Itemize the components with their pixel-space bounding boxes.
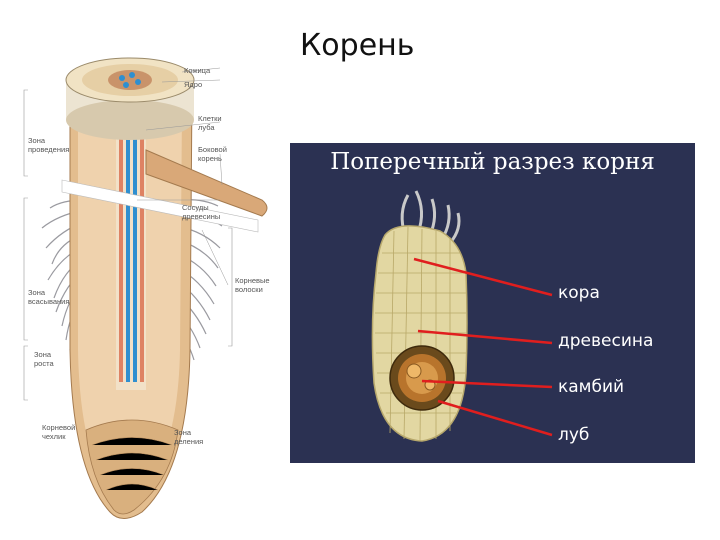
xylem-vessel-large: [406, 363, 422, 379]
label-kozhitsa: Кожица: [184, 66, 211, 75]
label-zona-provedeniya: Зона проведения: [28, 136, 70, 154]
vessel-dot-4: [123, 82, 129, 88]
label-drevesina: древесина: [558, 331, 654, 351]
cut-band: [61, 179, 259, 233]
vessel-dot-1: [119, 75, 125, 81]
vessel-dot-2: [129, 72, 135, 78]
slide-title: Корень: [300, 28, 415, 63]
label-zona-vsasyvaniya: Зона всасывания: [28, 288, 70, 306]
vessel-dot-3: [135, 79, 141, 85]
phloem-strand-2: [140, 90, 144, 382]
zone-brackets: [23, 89, 233, 401]
cross-section-panel: Поперечный разрез корня: [290, 143, 695, 463]
cross-section-svg: [371, 190, 553, 442]
label-kornevoy-chehlik: Корневой чехлик: [42, 423, 76, 441]
cross-section-title: Поперечный разрез корня: [330, 149, 655, 175]
label-zona-deleniya: Зона деления: [174, 428, 204, 446]
label-lub: луб: [558, 425, 590, 445]
xylem-vessel-2: [133, 90, 137, 382]
label-sosudy-drevesiny: Сосуды древесины: [182, 203, 221, 221]
root-illustration-svg: [23, 57, 268, 519]
label-yadro: Ядро: [184, 80, 203, 89]
lateral-root: [145, 149, 268, 217]
label-kornevye-voloski: Корневые волоски: [235, 276, 270, 294]
pointer-lines: [413, 257, 553, 437]
label-zona-rosta: Зона роста: [34, 350, 54, 368]
root-longitudinal-illustration: Кожица Ядро Клетки луба Боковой корень С…: [22, 50, 284, 525]
xylem-vessel-1: [126, 90, 130, 382]
root-cap: [85, 419, 179, 515]
label-kora: кора: [558, 283, 600, 303]
cylinder-bottom-rim: [66, 100, 194, 140]
phloem-strand-1: [119, 90, 123, 382]
label-bokovoy-koren: Боковой корень: [198, 145, 227, 163]
root-cap-lines: [91, 437, 173, 491]
label-kletki-luba: Клетки луба: [198, 114, 222, 132]
right-leaders: [137, 67, 229, 286]
cylinder-stele: [108, 70, 152, 90]
label-kambiy: камбий: [558, 377, 625, 397]
